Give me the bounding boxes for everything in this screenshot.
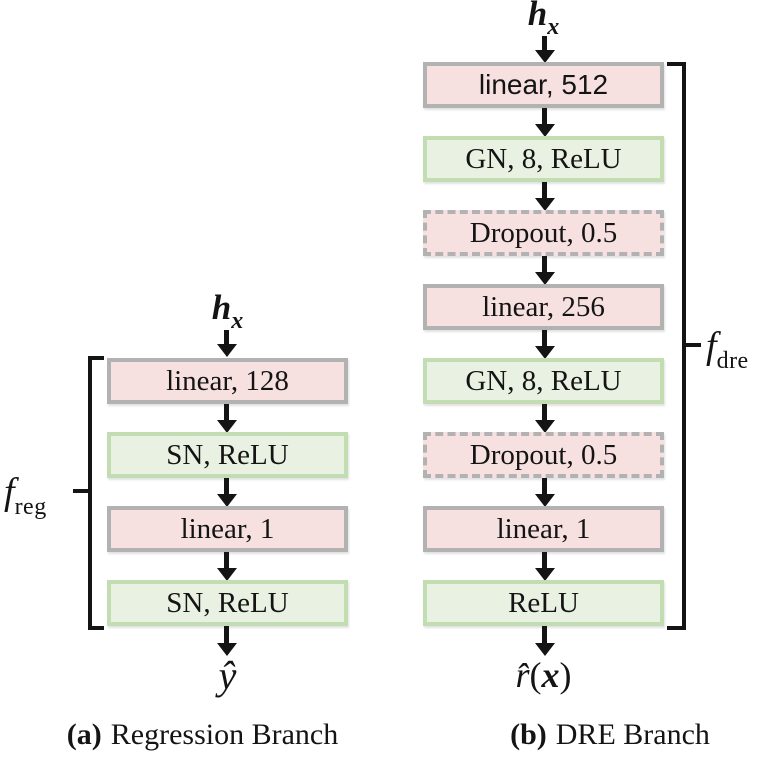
arrow-stem: [224, 478, 229, 495]
layer-box-linear-256: linear, 256: [423, 284, 664, 330]
arrow-head: [217, 568, 237, 581]
output-label-yhat: ŷ: [218, 653, 237, 698]
layer-box-sn-relu-2: SN, ReLU: [107, 580, 348, 626]
arrow-stem: [224, 404, 229, 421]
layer-box-sn-relu-1: SN, ReLU: [107, 432, 348, 478]
arrow-head: [217, 643, 237, 656]
rhat: r̂: [515, 655, 530, 695]
arrow-down-icon: [535, 552, 555, 581]
arrow-down-icon: [535, 256, 555, 285]
arrow-down-icon: [535, 330, 555, 359]
arrow-stem: [542, 36, 547, 51]
bracket-left-mid-tick: [73, 489, 88, 493]
bracket-left-vertical: [88, 356, 92, 630]
bracket-left-bottom-tick: [88, 626, 104, 630]
layer-box-linear-512: linear, 512: [423, 62, 664, 108]
arrow-down-icon: [535, 182, 555, 211]
caption-b: (b)DRE Branch: [460, 718, 760, 752]
layer-box-relu: ReLU: [423, 580, 664, 626]
input-label-hx-left: hx: [107, 288, 348, 335]
caption-b-title: DRE Branch: [555, 718, 710, 751]
hx-base: h: [211, 288, 232, 327]
arrow-stem: [542, 256, 547, 273]
arrow-head: [535, 124, 555, 137]
arrow-stem: [542, 330, 547, 347]
caption-a-index: (a): [66, 718, 102, 751]
arrow-head: [535, 50, 555, 63]
arrow-head: [217, 420, 237, 433]
arrow-stem: [224, 330, 229, 345]
layer-box-linear-128: linear, 128: [107, 358, 348, 404]
arrow-head: [535, 198, 555, 211]
bracket-right-top-tick: [667, 62, 686, 66]
hx-base: h: [527, 0, 548, 33]
layer-box-gn-relu-2: GN, 8, ReLU: [423, 358, 664, 404]
hx-subscript: x: [231, 308, 244, 334]
fdre-subscript: dre: [716, 348, 749, 374]
arrow-head: [217, 344, 237, 357]
arrow-down-icon: [217, 626, 237, 656]
arrow-head: [535, 420, 555, 433]
paren-close: ): [559, 655, 572, 695]
arrow-down-icon: [217, 478, 237, 507]
arrow-head: [535, 568, 555, 581]
arrow-down-icon: [217, 330, 237, 357]
output-label-rhat-x: r̂(x): [423, 654, 664, 696]
arrow-stem: [542, 182, 547, 199]
arrow-down-icon: [535, 404, 555, 433]
arrow-head: [535, 346, 555, 359]
arrow-stem: [224, 626, 229, 644]
arrow-stem: [542, 626, 547, 644]
bracket-right-mid-tick: [686, 343, 701, 347]
freg-subscript: reg: [14, 494, 47, 520]
arrow-head: [535, 272, 555, 285]
arrow-stem: [224, 552, 229, 569]
caption-a: (a)Regression Branch: [0, 718, 405, 752]
layer-box-linear-1-left: linear, 1: [107, 506, 348, 552]
paren-open: (: [529, 655, 542, 695]
arrow-head: [535, 643, 555, 656]
freg-base: f: [4, 471, 15, 513]
layer-box-linear-1-right: linear, 1: [423, 506, 664, 552]
caption-b-index: (b): [510, 718, 547, 751]
arrow-down-icon: [535, 108, 555, 137]
arrow-down-icon: [217, 404, 237, 433]
arg-x: x: [541, 655, 560, 695]
arrow-stem: [542, 404, 547, 421]
arrow-down-icon: [535, 626, 555, 656]
arrow-stem: [542, 108, 547, 125]
function-label-fdre: fdre: [706, 324, 749, 375]
layer-box-dropout-2: Dropout, 0.5: [423, 432, 664, 478]
fdre-base: f: [706, 325, 717, 367]
layer-box-dropout-1: Dropout, 0.5: [423, 210, 664, 256]
arrow-head: [217, 494, 237, 507]
function-label-freg: freg: [4, 470, 47, 521]
layer-box-gn-relu-1: GN, 8, ReLU: [423, 136, 664, 182]
bracket-right-bottom-tick: [667, 626, 686, 630]
hx-subscript: x: [547, 14, 560, 40]
input-label-hx-right: hx: [423, 0, 664, 41]
arrow-stem: [542, 552, 547, 569]
bracket-left-top-tick: [88, 356, 104, 360]
arrow-down-icon: [535, 478, 555, 507]
bracket-right-vertical: [682, 62, 686, 630]
arrow-down-icon: [217, 552, 237, 581]
arrow-stem: [542, 478, 547, 495]
caption-a-title: Regression Branch: [110, 718, 339, 751]
arrow-head: [535, 494, 555, 507]
arrow-down-icon: [535, 36, 555, 63]
